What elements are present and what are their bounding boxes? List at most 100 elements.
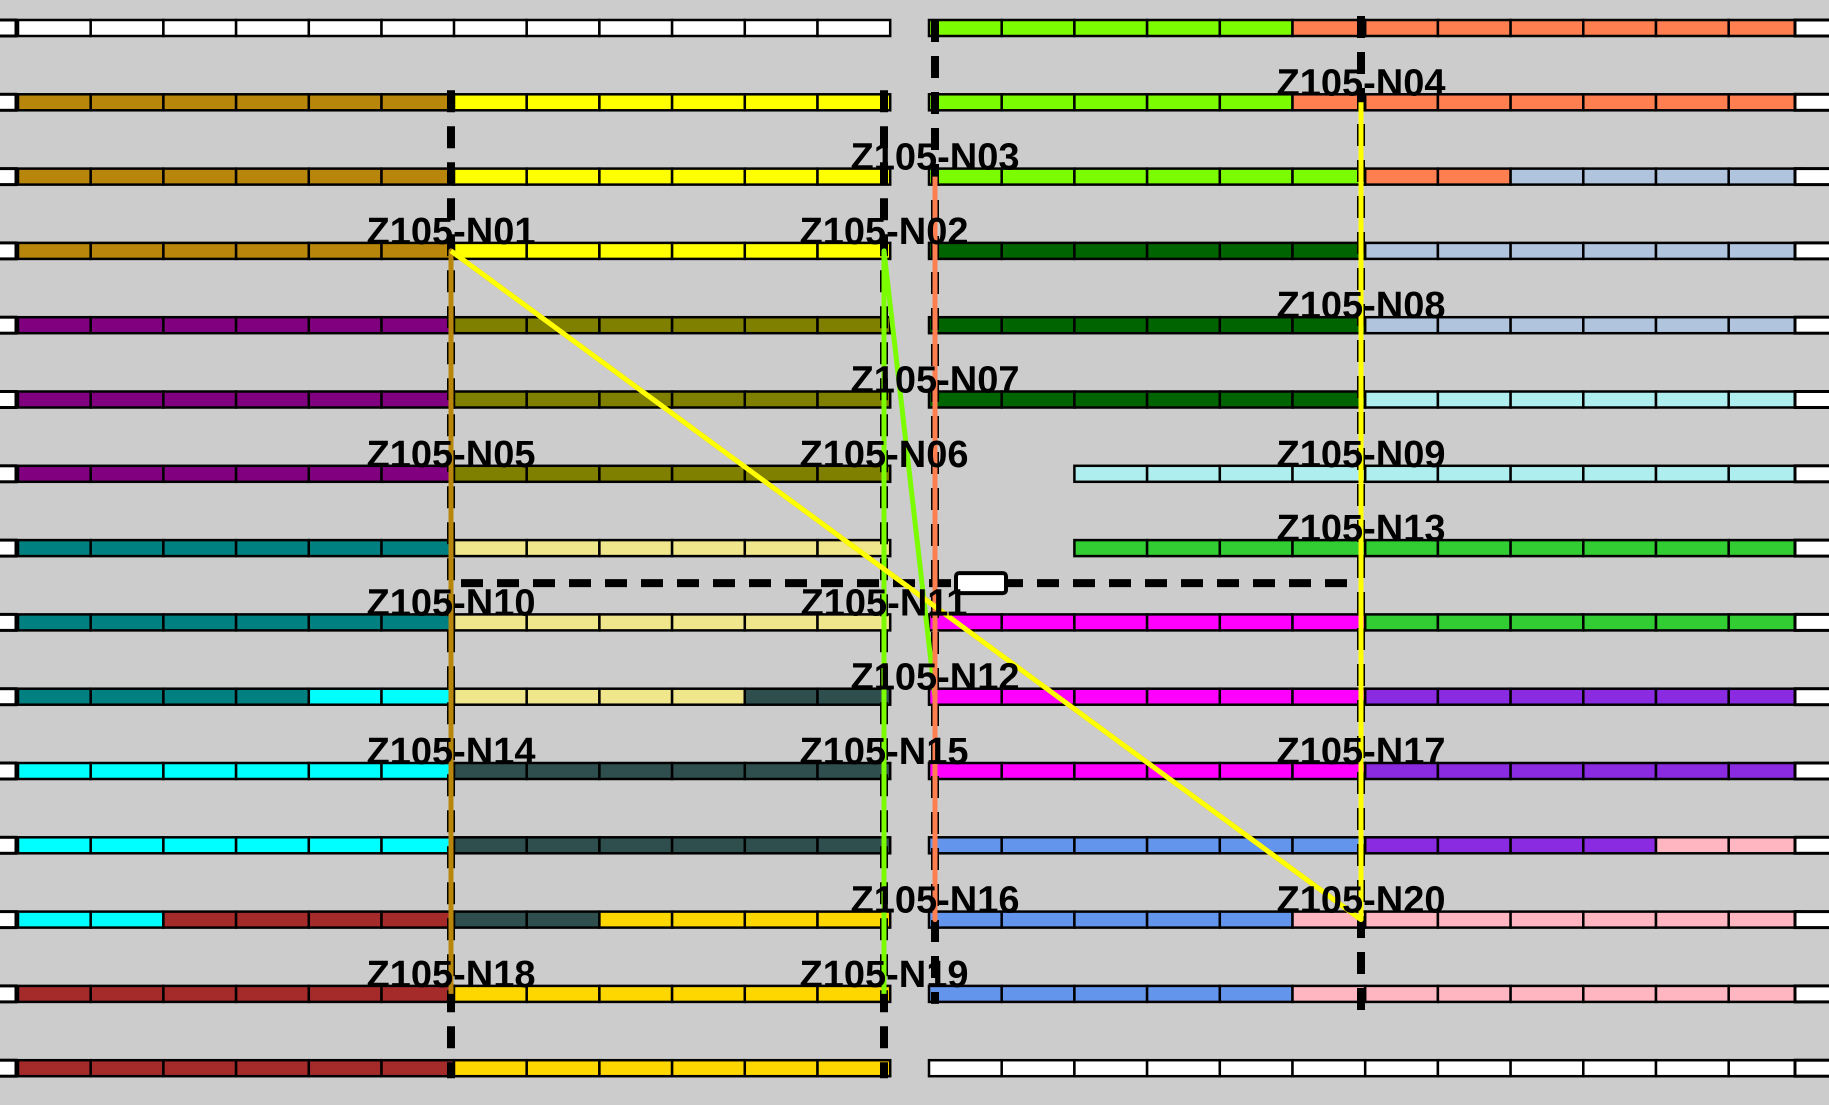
track-segment: [598, 836, 674, 855]
track-segment: [16, 390, 92, 409]
track-segment: [1582, 315, 1658, 335]
track-segment: [1582, 18, 1658, 38]
track-segment: [1654, 167, 1730, 186]
track-segment: [1145, 464, 1222, 484]
track-segment: [598, 613, 674, 632]
track-segment: [927, 1058, 1003, 1078]
track-segment: [525, 984, 601, 1004]
track-stub: [0, 538, 18, 558]
track-segment: [380, 390, 456, 409]
track-segment: [1727, 315, 1803, 335]
track-segment: [1363, 687, 1440, 706]
track-segment: [1582, 687, 1658, 706]
track-layer: [0, 18, 1829, 1078]
track-segment: [1073, 984, 1149, 1004]
track-segment: [16, 984, 92, 1004]
track-segment: [525, 687, 601, 706]
track-stub: [1793, 612, 1829, 632]
node-label-n03: Z105-N03: [851, 137, 1020, 179]
track-segment: [16, 241, 92, 261]
track-stub: [1793, 687, 1829, 707]
node-label-n08: Z105-N08: [1277, 285, 1446, 327]
track-segment: [307, 687, 383, 706]
track-stub: [0, 984, 18, 1004]
track-segment: [1291, 613, 1367, 632]
track-segment: [1727, 464, 1803, 484]
track-segment: [1509, 984, 1585, 1004]
node-label-n07: Z105-N07: [851, 360, 1020, 402]
track-segment: [307, 18, 383, 38]
track-segment: [162, 315, 238, 335]
track-segment: [162, 167, 238, 186]
track-segment: [16, 836, 92, 855]
track-segment: [380, 836, 456, 855]
track-segment: [1727, 93, 1803, 112]
track-segment: [1363, 984, 1440, 1004]
track-segment: [162, 390, 238, 409]
node-label-n10: Z105-N10: [367, 582, 536, 624]
node-label-n16: Z105-N16: [851, 880, 1020, 922]
track-segment: [1291, 18, 1367, 38]
track-segment: [525, 538, 601, 558]
track-segment: [1000, 93, 1076, 112]
track-segment: [1073, 167, 1149, 186]
track-segment: [162, 464, 238, 484]
track-segment: [234, 93, 311, 112]
track-segment: [16, 910, 92, 929]
track-stub: [0, 92, 18, 112]
track-segment: [1727, 687, 1803, 706]
track-segment: [1509, 93, 1585, 112]
track-segment: [1145, 538, 1222, 558]
track-segment: [1291, 390, 1367, 409]
track-segment: [1291, 241, 1367, 261]
track-segment: [816, 836, 892, 855]
track-segment: [1145, 836, 1222, 855]
track-segment: [307, 538, 383, 558]
track-segment: [162, 241, 238, 261]
lawngreen-path: [881, 248, 938, 994]
track-stub: [1793, 315, 1829, 335]
track-segment: [1145, 93, 1222, 112]
track-segment: [1145, 687, 1222, 706]
track-segment: [162, 984, 238, 1004]
track-stub: [1793, 92, 1829, 112]
track-segment: [162, 18, 238, 38]
track-segment: [1218, 1058, 1294, 1078]
track-segment: [743, 18, 819, 38]
track-segment: [927, 836, 1003, 855]
track-segment: [1073, 538, 1149, 558]
track-segment: [1145, 1058, 1222, 1078]
track-segment: [1073, 315, 1149, 335]
track-segment: [1291, 984, 1367, 1004]
track-segment: [162, 687, 238, 706]
track-segment: [307, 167, 383, 186]
track-segment: [525, 167, 601, 186]
track-segment: [234, 761, 311, 781]
track-segment: [743, 1058, 819, 1078]
track-segment: [525, 464, 601, 484]
track-stub: [0, 687, 18, 707]
track-segment: [16, 167, 92, 186]
track-segment: [234, 241, 311, 261]
track-segment: [927, 93, 1003, 112]
track-segment: [1509, 761, 1585, 781]
node-label-n13: Z105-N13: [1277, 508, 1446, 550]
track-segment: [1000, 18, 1076, 38]
track-segment: [1654, 18, 1730, 38]
track-segment: [307, 1058, 383, 1078]
track-segment: [234, 167, 311, 186]
track-segment: [1654, 93, 1730, 112]
track-segment: [89, 93, 165, 112]
track-segment: [89, 464, 165, 484]
track-segment: [743, 93, 819, 112]
track-segment: [1000, 1058, 1076, 1078]
track-segment: [1582, 613, 1658, 632]
track-segment: [816, 613, 892, 632]
track-segment: [1436, 390, 1512, 409]
track-segment: [743, 538, 819, 558]
track-segment: [1363, 613, 1440, 632]
track-segment: [1363, 241, 1440, 261]
node-label-n18: Z105-N18: [367, 954, 536, 996]
